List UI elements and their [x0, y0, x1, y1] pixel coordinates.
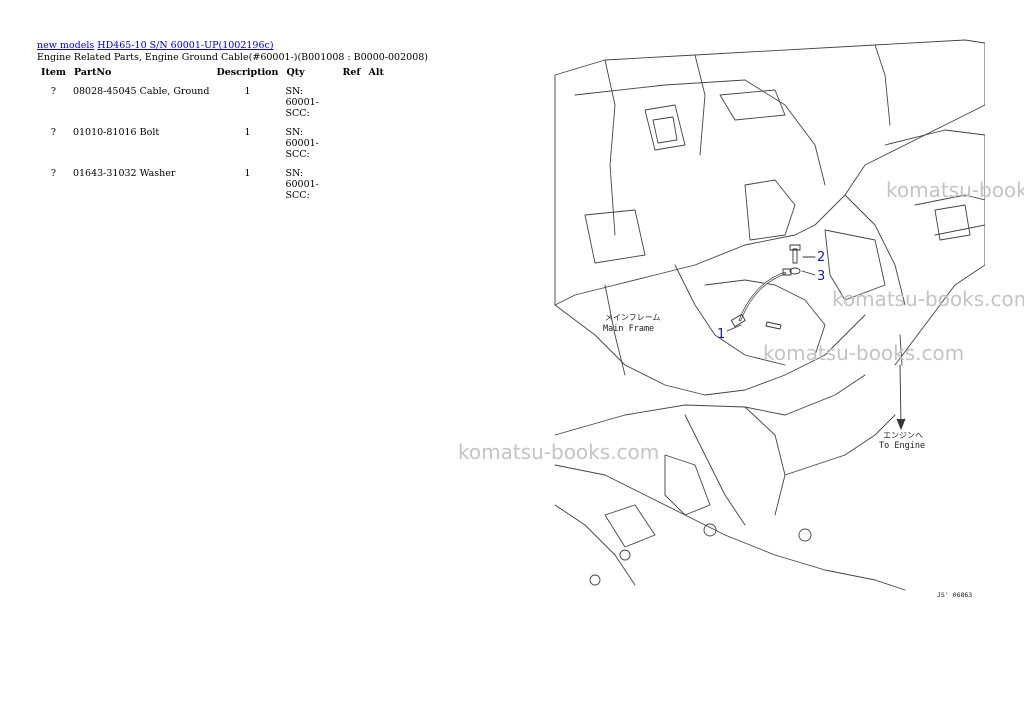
engine-label-jp: エンジンへ — [883, 431, 923, 440]
description-cell: Cable, Ground — [139, 86, 210, 97]
description-cell: Bolt — [139, 127, 160, 138]
partno-cell: 01643-31032 Washer — [72, 168, 176, 179]
alt-cell — [338, 164, 364, 205]
parts-diagram: 2 3 1 メインフレーム Main Frame エンジンへ To Engine… — [545, 35, 985, 605]
callout-2: 2 — [817, 250, 825, 265]
model-link[interactable]: HD465-10 S/N 60001-UP(1002196c) — [97, 40, 274, 51]
qty-cell: 1 — [244, 127, 251, 138]
engine-label-en: To Engine — [879, 441, 925, 451]
table-row: ? 01010-81016 Bolt 1 SN: 60001-SCC: — [37, 123, 388, 164]
figure-code: JS' 06863 — [937, 591, 972, 599]
header-item: Item — [41, 67, 66, 78]
callout-3: 3 — [817, 269, 825, 284]
table-row: ? 08028-45045 Cable, Ground 1 SN: 60001-… — [37, 82, 388, 123]
header-partno: PartNo — [73, 67, 112, 78]
alt-cell — [338, 123, 364, 164]
alt-cell — [338, 82, 364, 123]
new-models-link[interactable]: new models — [37, 40, 95, 51]
main-frame-label-en: Main Frame — [603, 324, 654, 334]
header-ref: Ref — [342, 67, 361, 78]
item-cell: ? — [50, 168, 57, 179]
header-alt: Alt — [368, 67, 384, 78]
item-cell: ? — [50, 86, 57, 97]
ref-cell: SN: 60001-SCC: — [285, 168, 319, 201]
header-qty: Qty — [286, 67, 305, 78]
table-row: ? 01643-31032 Washer 1 SN: 60001-SCC: — [37, 164, 388, 205]
main-frame-label-jp: メインフレーム — [605, 313, 661, 322]
page-title: Engine Related Parts, Engine Ground Cabl… — [37, 52, 428, 63]
qty-cell: 1 — [244, 168, 251, 179]
ref-cell: SN: 60001-SCC: — [285, 86, 319, 119]
qty-cell: 1 — [244, 86, 251, 97]
header-description: Description — [216, 67, 279, 78]
description-cell: Washer — [139, 168, 176, 179]
partno-cell: 08028-45045 Cable, Ground — [72, 86, 210, 97]
breadcrumb: new models HD465-10 S/N 60001-UP(1002196… — [37, 40, 274, 52]
item-cell: ? — [50, 127, 57, 138]
partno-cell: 01010-81016 Bolt — [72, 127, 160, 138]
table-header-row: Item PartNo Description Qty Ref Alt — [37, 65, 388, 82]
callout-1: 1 — [717, 327, 725, 342]
ref-cell: SN: 60001-SCC: — [285, 127, 319, 160]
parts-table: Item PartNo Description Qty Ref Alt ? 08… — [37, 65, 388, 205]
